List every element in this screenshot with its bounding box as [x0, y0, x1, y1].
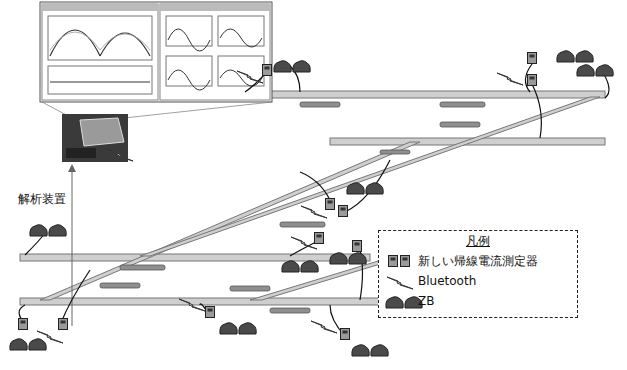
legend-title: 凡例: [466, 234, 490, 248]
device-label: 解析装置: [18, 192, 66, 206]
legend-text: Bluetooth: [418, 274, 476, 288]
legend-text: 新しい帰線電流測定器: [418, 254, 538, 268]
legend-text: ZB: [418, 294, 434, 308]
